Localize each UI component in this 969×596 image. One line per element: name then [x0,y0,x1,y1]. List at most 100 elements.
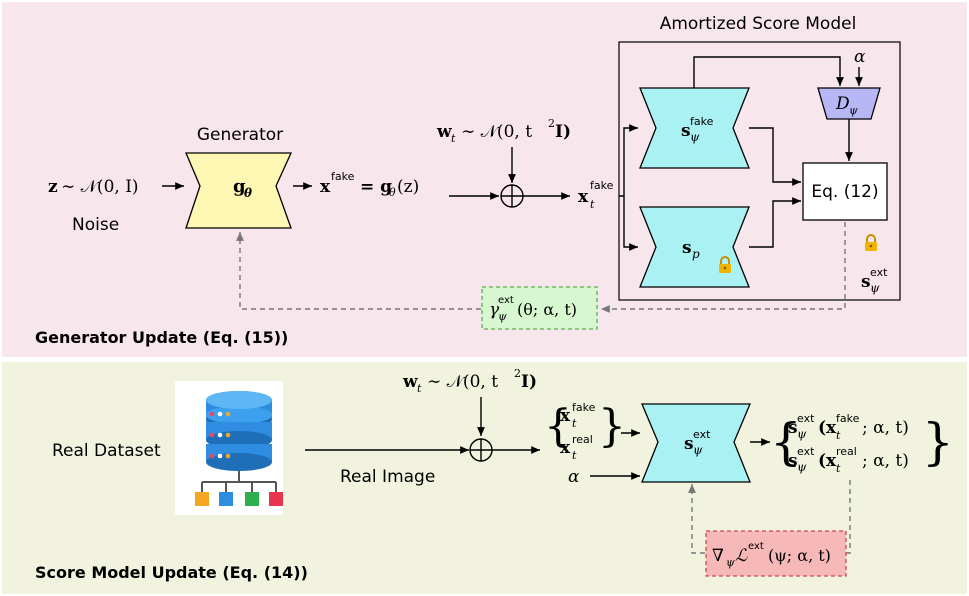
grad-args: (ψ; α, t) [768,546,831,565]
dashed-feedback-generator [601,222,846,313]
d-psi-block [817,87,881,120]
database-icon [175,381,283,515]
s-fake-block [639,87,750,169]
gamma-g: γ [489,300,500,320]
sum-node-bottom [469,438,493,462]
output-brace-left: { [770,413,802,471]
grad-L: ℒ [735,546,748,566]
gamma-box [481,286,598,330]
arrow-to-dpsi [693,56,844,88]
s-fake-s: s [681,121,691,141]
out-fake-psi: ψ [797,427,807,441]
x-fake-formula: x fake = g θ (z) [320,170,419,199]
d-psi-symbol: D ψ [835,94,858,117]
d-psi-d: D [835,94,850,114]
out-real-psi: ψ [797,460,807,474]
s-p-symbol: s p [682,238,700,261]
wt-formula-bottom: w t ∼ 𝒩(0, t 2 I) [402,367,537,395]
s-fake-symbol: s ψ fake [681,115,714,144]
grad-ext: ext [748,541,764,552]
out-real-ext: ext [797,445,815,458]
noise-label: Noise [72,215,119,235]
output-real: s ψ ext (x t real ; α, t) [788,445,909,475]
grad-psi: ψ [726,556,735,569]
out-real-t: t [836,462,841,475]
wt2-end: I) [521,372,537,392]
gamma-formula: γ ψ ext (θ; α, t) [489,295,577,323]
wt-t: t [451,132,456,145]
s-ext-sup: ext [870,266,888,279]
out-real-args: ; α, t) [862,451,909,471]
s-fake-sup: fake [690,115,714,128]
s-fake-psi: ψ [690,130,700,144]
xt-fake-sup: fake [590,179,614,192]
alpha-top: α [854,47,866,67]
wt-dist: ∼ 𝒩(0, t [461,122,532,142]
wt-sq: 2 [548,117,555,130]
x-fake-sup: fake [331,170,355,183]
x-fake-eq-g: = g [360,177,392,197]
out-fake-x: (x [818,418,837,438]
grad-box [705,530,847,577]
arrow-sfake-to-eq [749,127,801,186]
input-brace-left: { [544,401,572,452]
in-fake-sup: fake [572,401,596,414]
eq12-box [802,162,888,221]
grad-formula: ∇ ψ ℒ ext (ψ; α, t) [712,541,831,569]
in-fake-t: t [572,417,577,430]
real-image-label: Real Image [340,467,435,487]
amortized-score-model-box [618,41,901,301]
output-fake: s ψ ext (x t fake ; α, t) [788,412,909,442]
generator-block [185,152,293,229]
generator-theta: θ [244,186,252,200]
s-p-s: s [682,238,692,258]
generator-g: g [233,176,246,197]
out-fake-fake: fake [836,412,860,425]
in-real-sup: real [572,433,593,446]
gamma-sup: ext [498,295,514,306]
sum-node-top [500,184,524,208]
s-ext-s: s [861,272,871,292]
in-fake-x: x [560,406,571,426]
input-brace: { } x t fake x t real [544,401,626,462]
dashed-feedback-score-right [846,480,851,554]
s-ext-block-symbol: s ψ ext [684,428,711,457]
alpha-bottom: α [568,467,580,487]
generator-title: Generator [197,125,283,145]
out-fake-ext: ext [797,412,815,425]
gamma-args: (θ; α, t) [517,300,577,319]
lock-icon [719,256,731,273]
in-real-x: x [560,438,571,458]
real-dataset-label: Real Dataset [52,441,161,461]
x-fake-theta: θ [389,186,396,199]
amortized-title: Amortized Score Model [660,14,857,34]
lock-icon [865,234,877,251]
wt2-w: w [402,372,418,392]
dashed-feedback-score-left [688,484,705,554]
input-brace-right: } [598,401,626,452]
branch-line-lower [623,196,638,251]
xt-fake-x: x [578,187,589,207]
wt2-t: t [417,382,422,395]
s-ext-psi: ψ [870,281,880,295]
output-brace-right: } [922,413,954,471]
x-fake-x: x [320,177,331,197]
dashed-feedback-generator-left [236,232,481,310]
sext-sup: ext [693,428,711,441]
s-ext-output: s ψ ext [861,266,888,295]
grad-nabla: ∇ [712,546,724,566]
score-model-update-title: Score Model Update (Eq. (14)) [35,563,308,582]
sext-s: s [684,434,694,454]
wt2-sq: 2 [514,367,521,380]
arrow-sp-to-eq [749,197,801,248]
x-fake-arg: (z) [397,177,419,197]
wt-end: I) [555,122,571,142]
xt-fake-t: t [590,198,595,211]
sext-psi: ψ [693,443,703,457]
output-brace: { } s ψ ext (x t fake ; α, t) s ψ ext (x… [770,412,954,475]
noise-formula: z ∼ 𝒩(0, I) [48,177,139,197]
gamma-psi: ψ [498,310,507,323]
out-real-s: s [788,451,798,471]
generator-symbol: g θ [233,176,252,200]
